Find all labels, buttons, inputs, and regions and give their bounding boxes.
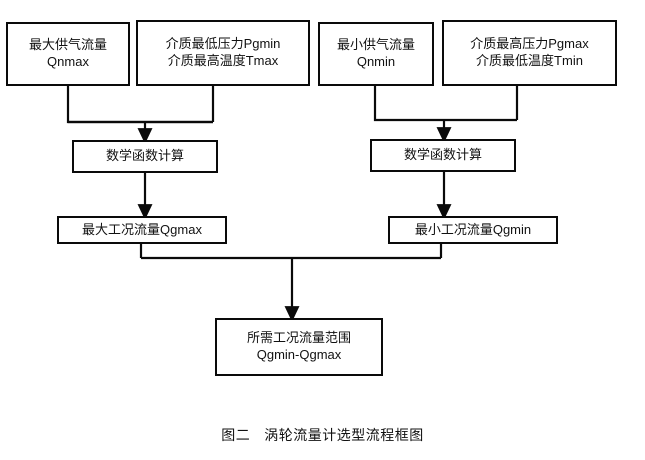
node-min-pressure-max-temp[interactable]: 介质最低压力Pgmin 介质最高温度Tmax [136,20,310,86]
node-required-working-flow-range[interactable]: 所需工况流量范围 Qgmin-Qgmax [215,318,383,376]
node-qnmax-line1: 最大供气流量 [28,37,107,53]
node-pgmax-tmin-line2: 介质最低温度Tmin [476,53,583,68]
figure-caption-text: 涡轮流量计选型流程框图 [264,427,424,443]
node-range-line1: 所需工况流量范围 [246,330,351,346]
node-max-supply-flow[interactable]: 最大供气流量 Qnmax [6,22,130,86]
node-calc-right-label: 数学函数计算 [403,147,482,163]
edge-qnmax-to-calc-left [66,86,213,124]
figure-caption-label: 图二 [221,427,251,443]
node-qnmin-line1: 最小供气流量 [336,37,415,53]
node-min-working-flow-qgmin[interactable]: 最小工况流量Qgmin [388,216,558,244]
node-min-supply-flow[interactable]: 最小供气流量 Qnmin [318,22,434,86]
node-qnmax-line2: Qnmax [47,54,89,69]
node-max-pressure-min-temp[interactable]: 介质最高压力Pgmax 介质最低温度Tmin [442,20,617,86]
merge-bar-to-range [141,256,441,322]
node-qnmin-line2: Qnmin [356,54,396,69]
node-max-working-flow-qgmax[interactable]: 最大工况流量Qgmax [57,216,227,244]
arrow-into-calc-left [68,120,213,144]
node-calc-left-label: 数学函数计算 [105,148,184,164]
node-pgmax-tmin-line1: 介质最高压力Pgmax [470,36,589,52]
edge-qnmin-to-calc-right [373,86,517,122]
node-qgmax-label: 最大工况流量Qgmax [82,221,202,237]
node-math-function-calculation-right[interactable]: 数学函数计算 [370,139,516,172]
node-pgmin-tmax-line1: 介质最低压力Pgmin [165,36,281,52]
node-range-line2: Qgmin-Qgmax [256,347,342,362]
node-qgmin-label: 最小工况流量Qgmin [414,221,532,237]
node-math-function-calculation-left[interactable]: 数学函数计算 [72,140,218,173]
figure-caption: 图二涡轮流量计选型流程框图 [0,425,645,445]
node-pgmin-tmax-line2: 介质最高温度Tmax [167,53,279,68]
